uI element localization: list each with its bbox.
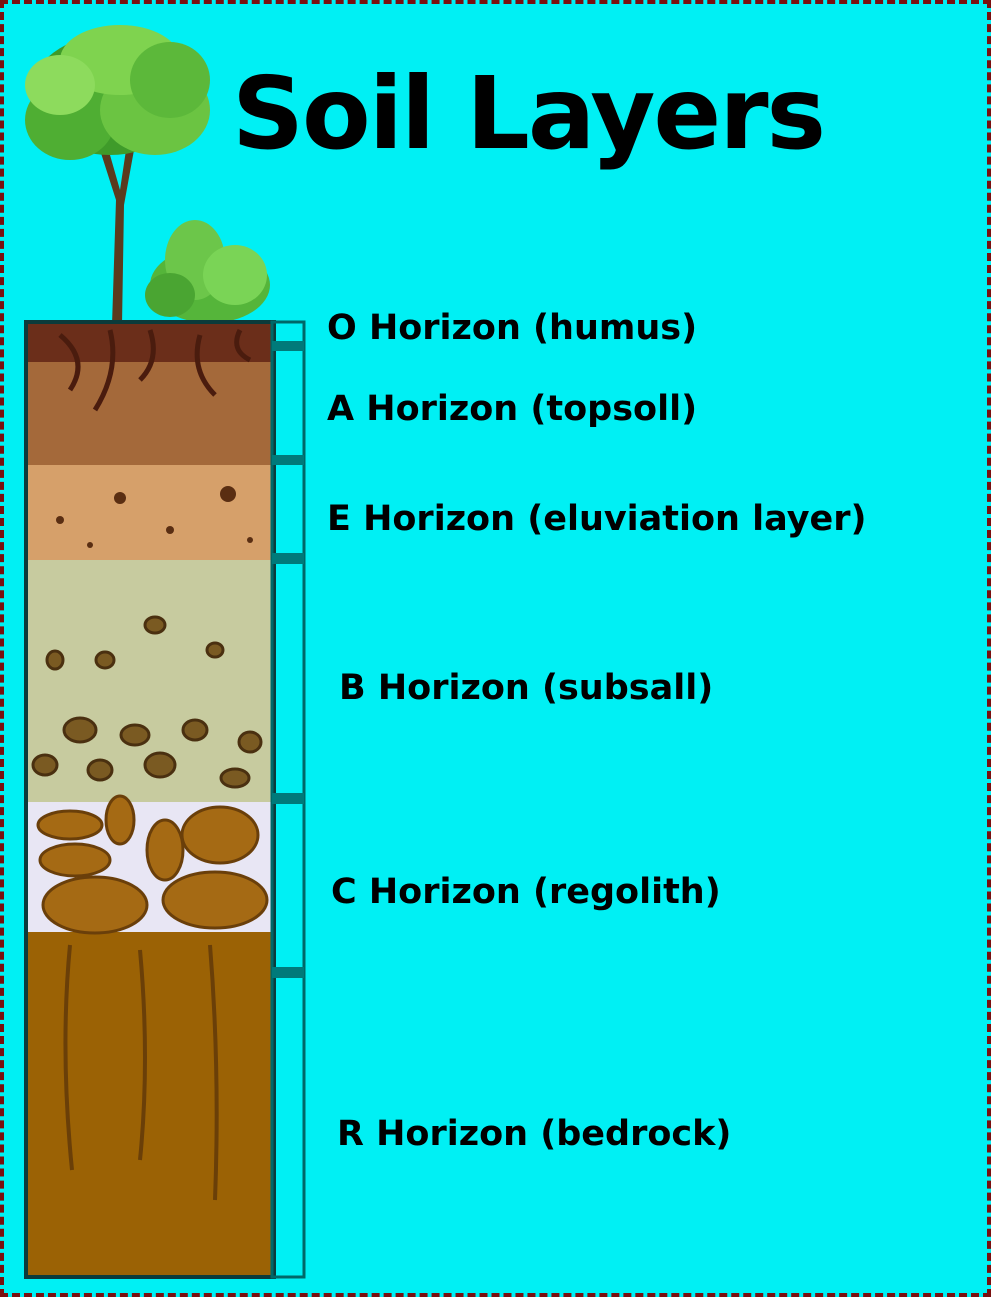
- layer-a: [28, 362, 272, 465]
- horizon-scale-bar: [270, 320, 306, 1279]
- layer-e: [28, 465, 272, 560]
- diagram-title: Soil Layers: [232, 55, 826, 172]
- soil-column: [24, 320, 276, 1279]
- label-a-horizon: A Horizon (topsoll): [327, 389, 698, 429]
- label-o-horizon: O Horizon (humus): [327, 308, 698, 348]
- bush-icon: [145, 220, 270, 323]
- label-r-horizon: R Horizon (bedrock): [337, 1114, 732, 1154]
- label-b-horizon: B Horizon (subsall): [339, 668, 714, 708]
- tree-icon: [25, 25, 210, 325]
- layer-r: [28, 932, 272, 1277]
- label-c-horizon: C Horizon (regolith): [331, 872, 721, 912]
- label-e-horizon: E Horizon (eluviation layer): [327, 499, 867, 539]
